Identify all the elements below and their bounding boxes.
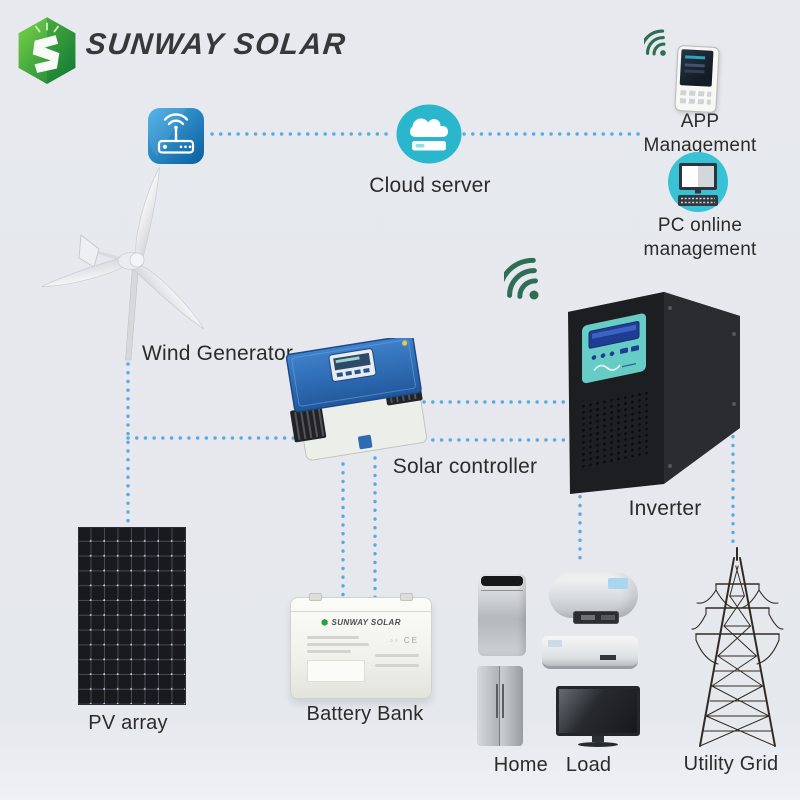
home-word: Home xyxy=(493,754,548,776)
refrigerator-handles xyxy=(495,683,498,718)
load-word: Load xyxy=(565,754,612,776)
app-management-label: APP Management xyxy=(640,110,760,158)
home-load-label: Home Load xyxy=(470,754,635,777)
refrigerator xyxy=(477,666,523,746)
battery-label-line xyxy=(375,664,419,667)
app-management-line2: Management xyxy=(643,134,757,156)
battery-spec-box xyxy=(307,660,365,682)
refrigerator-door-split xyxy=(499,666,501,746)
utility-grid-label: Utility Grid xyxy=(683,753,779,775)
wifi-router-icon xyxy=(148,108,204,164)
television xyxy=(556,686,640,748)
battery-terminal xyxy=(309,593,322,601)
battery-label-line xyxy=(375,654,419,657)
sunway-hexagon-logo xyxy=(18,17,76,84)
inverter-label: Inverter xyxy=(628,497,702,520)
tv-stand-neck xyxy=(592,736,604,742)
wind-generator-label: Wind Generator xyxy=(141,342,294,365)
air-conditioner-display xyxy=(600,655,616,660)
washing-machine-panel-line xyxy=(481,590,523,591)
wind-turbine-graphic xyxy=(41,166,205,361)
tv-screen-sheen xyxy=(559,689,637,733)
phone-app-row xyxy=(679,98,711,105)
washing-machine-lid xyxy=(481,576,523,586)
phone-body xyxy=(674,44,720,114)
tv-screen xyxy=(556,686,640,736)
battery-label-line xyxy=(307,650,351,653)
water-heater xyxy=(549,572,638,624)
brand-wordmark: SUNWAY SOLAR xyxy=(84,28,349,61)
battery-graphic: SUNWAY SOLAR ◦◦ CE xyxy=(290,593,432,699)
battery-cert-marks: ◦◦ CE xyxy=(389,636,419,645)
battery-terminal xyxy=(400,593,413,601)
battery-bank-label: Battery Bank xyxy=(306,703,424,725)
washing-machine xyxy=(478,574,526,656)
water-heater-control-panel xyxy=(573,611,619,624)
wifi-signal-icon xyxy=(504,246,564,306)
water-heater-display xyxy=(608,578,628,589)
battery-label-line xyxy=(307,636,359,639)
solar-controller-label: Solar controller xyxy=(392,455,538,478)
cloud-server-label: Cloud server xyxy=(369,174,491,197)
tv-stand-base xyxy=(578,742,618,747)
pv-array-label: PV array xyxy=(88,712,168,734)
charge-controller-graphic xyxy=(285,338,428,461)
battery-lid xyxy=(291,598,431,612)
solar-panel-graphic xyxy=(78,527,186,705)
phone-screen xyxy=(679,49,714,87)
phone-app-row xyxy=(680,90,712,97)
app-management-line1: APP xyxy=(680,111,720,132)
pc-management-line2: management xyxy=(643,238,757,260)
desktop-computer-icon xyxy=(668,152,728,212)
transmission-tower-graphic xyxy=(691,547,784,747)
battery-label-line xyxy=(307,643,369,646)
pc-management-line1: PC online xyxy=(657,215,743,236)
pc-management-label: PC online management xyxy=(635,214,765,262)
battery-brand-text: SUNWAY SOLAR xyxy=(291,618,431,627)
cloud-server-icon xyxy=(396,104,462,164)
air-conditioner xyxy=(542,636,638,669)
smartphone-app-icon xyxy=(644,20,722,114)
inverter-tower-graphic xyxy=(568,292,740,494)
air-conditioner-label xyxy=(548,640,562,647)
